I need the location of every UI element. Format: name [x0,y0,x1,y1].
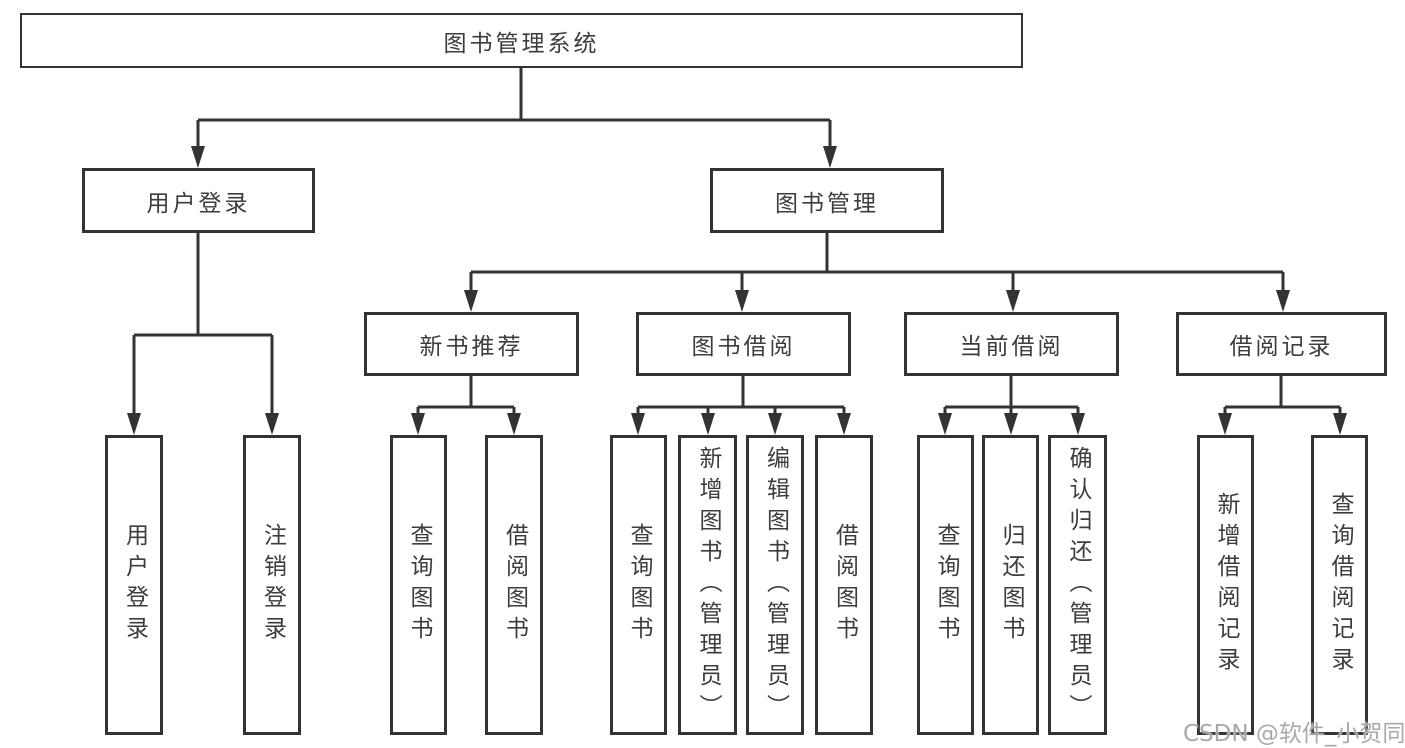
leaf-user-login: 用户登录 [105,435,163,735]
node-borrowing-records: 借阅记录 [1176,312,1387,376]
node-book-management: 图书管理 [710,168,944,233]
node-book-management-label: 图书管理 [775,190,879,217]
leaf-confirm-return-admin-label: 确认归还（管理员） [1065,445,1091,725]
node-library-management-system: 图书管理系统 [20,13,1023,68]
leaf-borrow-books-recommend: 借阅图书 [485,435,543,735]
watermark: CSDN @软件_小贺同学 [1183,721,1405,747]
leaf-query-books-current: 查询图书 [917,435,974,735]
leaf-query-books-recommend-label: 查询图书 [406,523,432,647]
node-borrowing-records-label: 借阅记录 [1229,334,1334,360]
node-library-management-system-label: 图书管理系统 [443,30,600,57]
node-new-book-recommendation-label: 新书推荐 [419,334,524,360]
leaf-confirm-return-admin: 确认归还（管理员） [1048,435,1107,735]
node-user-login: 用户登录 [82,168,315,233]
node-book-borrowing-label: 图书借阅 [691,334,796,360]
node-current-borrowing: 当前借阅 [904,312,1119,376]
leaf-user-login-label: 用户登录 [121,523,148,647]
leaf-query-books-borrowing: 查询图书 [610,435,667,735]
leaf-borrow-books-borrowing-label: 借阅图书 [831,523,858,647]
node-new-book-recommendation: 新书推荐 [364,312,579,376]
node-current-borrowing-label: 当前借阅 [959,334,1064,360]
leaf-borrow-books-recommend-label: 借阅图书 [501,523,528,647]
leaf-edit-book-admin-label: 编辑图书（管理员） [762,445,789,725]
leaf-borrow-books-borrowing: 借阅图书 [815,435,873,735]
leaf-query-borrow-record-label: 查询借阅记录 [1327,492,1353,678]
leaf-add-book-admin-label: 新增图书（管理员） [695,445,721,725]
leaf-logout: 注销登录 [243,435,301,735]
node-user-login-label: 用户登录 [146,190,251,217]
leaf-query-books-borrowing-label: 查询图书 [626,523,652,647]
leaf-add-borrow-record: 新增借阅记录 [1197,435,1254,735]
node-book-borrowing: 图书借阅 [636,312,851,376]
leaf-query-books-recommend: 查询图书 [390,435,447,735]
leaf-logout-label: 注销登录 [259,523,286,647]
leaf-return-books: 归还图书 [982,435,1039,735]
leaf-add-borrow-record-label: 新增借阅记录 [1213,492,1239,678]
leaf-query-borrow-record: 查询借阅记录 [1311,435,1368,735]
leaf-return-books-label: 归还图书 [998,523,1024,647]
leaf-query-books-current-label: 查询图书 [933,523,959,647]
leaf-add-book-admin: 新增图书（管理员） [678,435,737,735]
leaf-edit-book-admin: 编辑图书（管理员） [746,435,804,735]
